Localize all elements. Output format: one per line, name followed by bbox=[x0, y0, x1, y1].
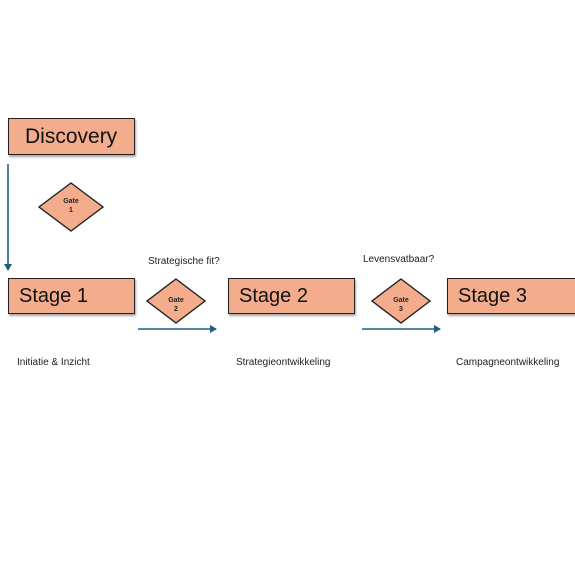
gate-2-label: Gate bbox=[168, 297, 184, 304]
stage-3-box: Stage 3 bbox=[447, 278, 575, 314]
gate-3-diamond: Gate 3 bbox=[371, 278, 431, 324]
gate-3-label: Gate bbox=[393, 297, 409, 304]
gate-2-number: 2 bbox=[174, 306, 178, 313]
stage-1-box: Stage 1 bbox=[8, 278, 135, 314]
gate-3-question: Levensvatbaar? bbox=[363, 254, 435, 265]
discovery-box: Discovery bbox=[8, 118, 135, 155]
gate-2-question: Strategische fit? bbox=[148, 256, 220, 267]
stage-1-description: Initiatie & Inzicht bbox=[17, 357, 90, 368]
gate-2-diamond: Gate 2 bbox=[146, 278, 206, 324]
gate-3-number: 3 bbox=[399, 306, 403, 313]
stage-2-description: Strategieontwikkeling bbox=[236, 357, 331, 368]
stage-3-description: Campagneontwikkeling bbox=[456, 357, 560, 368]
gate-1-number: 1 bbox=[69, 207, 73, 214]
gate-1-diamond: Gate 1 bbox=[38, 182, 104, 232]
gate-1-label: Gate bbox=[63, 198, 79, 205]
stage-2-box: Stage 2 bbox=[228, 278, 355, 314]
